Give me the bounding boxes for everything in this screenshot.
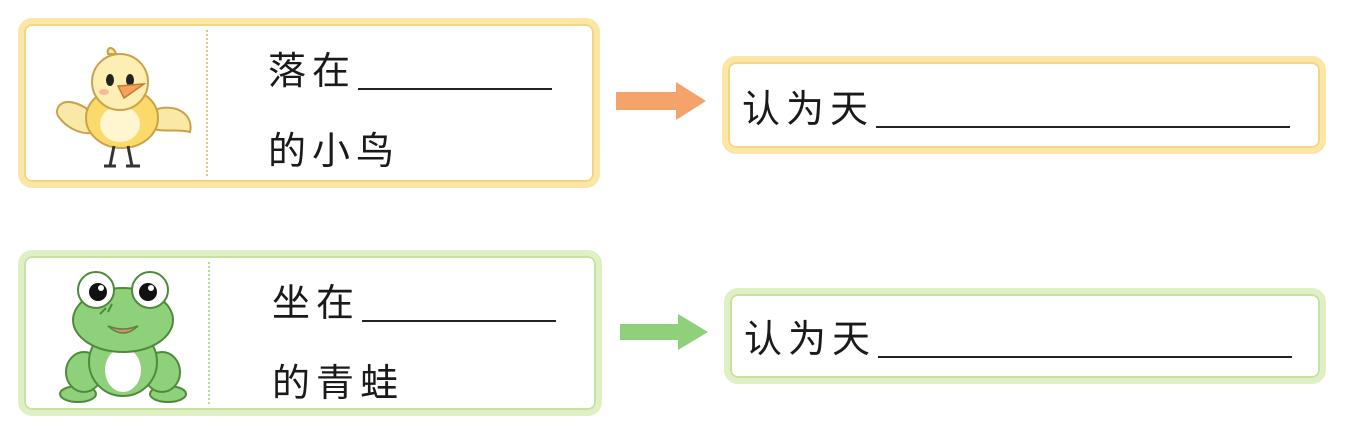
result-line: 认为天 — [744, 317, 1293, 361]
result-prefix: 认为天 — [742, 87, 875, 131]
prompt-text: 坐在 — [272, 281, 361, 325]
answer-blank[interactable] — [358, 88, 553, 90]
prompt-line-1: 坐在 — [272, 281, 557, 325]
bird-icon — [56, 47, 192, 168]
bird-card: 落在 的小鸟 — [18, 18, 600, 188]
prompt-line-2: 的小鸟 — [268, 129, 401, 173]
answer-blank[interactable] — [878, 356, 1293, 358]
frog-icon — [59, 271, 187, 403]
prompt-text: 落在 — [268, 49, 357, 93]
arrow-right-icon — [620, 314, 708, 350]
answer-blank[interactable] — [362, 320, 557, 322]
result-card-bird: 认为天 — [722, 56, 1326, 154]
result-prefix: 认为天 — [744, 317, 877, 361]
card-divider — [208, 262, 210, 404]
arrow-right-icon — [616, 82, 706, 120]
prompt-line-2: 的青蛙 — [272, 361, 405, 405]
result-card-frog: 认为天 — [724, 288, 1326, 384]
answer-blank[interactable] — [876, 126, 1291, 128]
result-line: 认为天 — [742, 87, 1291, 131]
prompt-line-1: 落在 — [268, 49, 553, 93]
frog-card: 坐在 的青蛙 — [18, 250, 602, 416]
card-divider — [206, 30, 208, 176]
